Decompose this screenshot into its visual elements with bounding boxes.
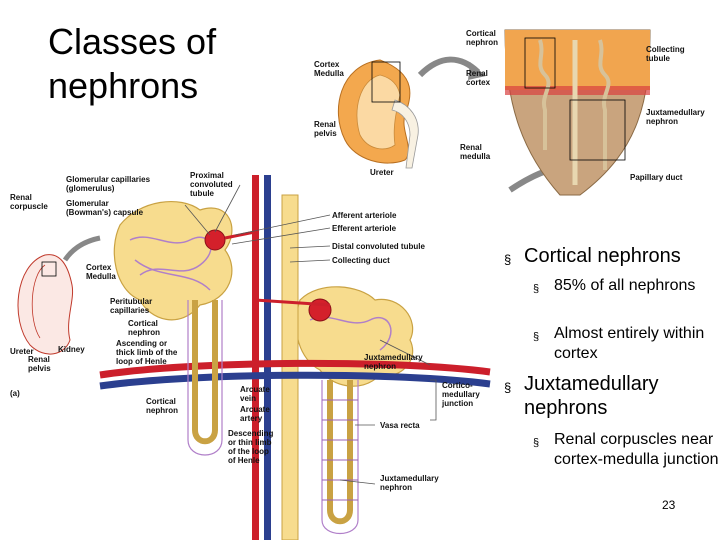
bullet-marker: § <box>504 252 512 267</box>
bullet-marker: § <box>533 283 540 295</box>
bullet-marker: § <box>533 331 540 343</box>
bullet-marker: § <box>504 380 512 395</box>
bullet-marker: § <box>533 437 540 449</box>
nephron-diagram <box>99 175 491 540</box>
kidney-section-top <box>337 59 419 169</box>
label-collecting-duct: Collecting duct <box>332 256 390 265</box>
bullet-cortical-nephrons: § Cortical nephrons <box>504 244 681 268</box>
label-afferent-arteriole: Afferent arteriole <box>332 211 397 220</box>
sub-bullet-text: Renal corpuscles near cortex-medulla jun… <box>554 431 719 468</box>
label-distal-tubule: Distal convoluted tubule <box>332 242 425 251</box>
label-papillary-duct: Papillary duct <box>630 173 683 182</box>
label-efferent-arteriole: Efferent arteriole <box>332 224 397 233</box>
sub-bullet: § Renal corpuscles near cortex-medulla j… <box>532 430 720 470</box>
label-vasa-recta: Vasa recta <box>380 421 420 430</box>
label-glomerular-capsule: Glomerular(Bowman's) capsule <box>66 199 144 217</box>
label-ureter-top: Ureter <box>370 168 394 177</box>
slide-title: Classes of nephrons <box>48 21 217 106</box>
sub-bullet-text: 85% of all nephrons <box>554 277 696 294</box>
sub-bullet: § 85% of all nephrons <box>532 276 720 296</box>
renal-wedge <box>504 29 651 196</box>
label-ureter-small: Ureter <box>10 347 34 356</box>
sub-bullet-text: Almost entirely within cortex <box>554 325 705 362</box>
sub-bullet: § Almost entirely within cortex <box>532 324 720 364</box>
label-panel-a: (a) <box>10 389 20 398</box>
label-glomerular-capillaries: Glomerular capillaries(glomerulus) <box>66 175 151 193</box>
bullet-text: Juxtamedullary nephrons <box>524 373 659 419</box>
label-kidney: Kidney <box>58 345 85 354</box>
kidney-small <box>17 254 74 355</box>
bullet-text: Cortical nephrons <box>524 245 681 267</box>
page-number: 23 <box>662 498 676 512</box>
bullet-juxtamedullary-nephrons: § Juxtamedullary nephrons <box>504 372 720 420</box>
